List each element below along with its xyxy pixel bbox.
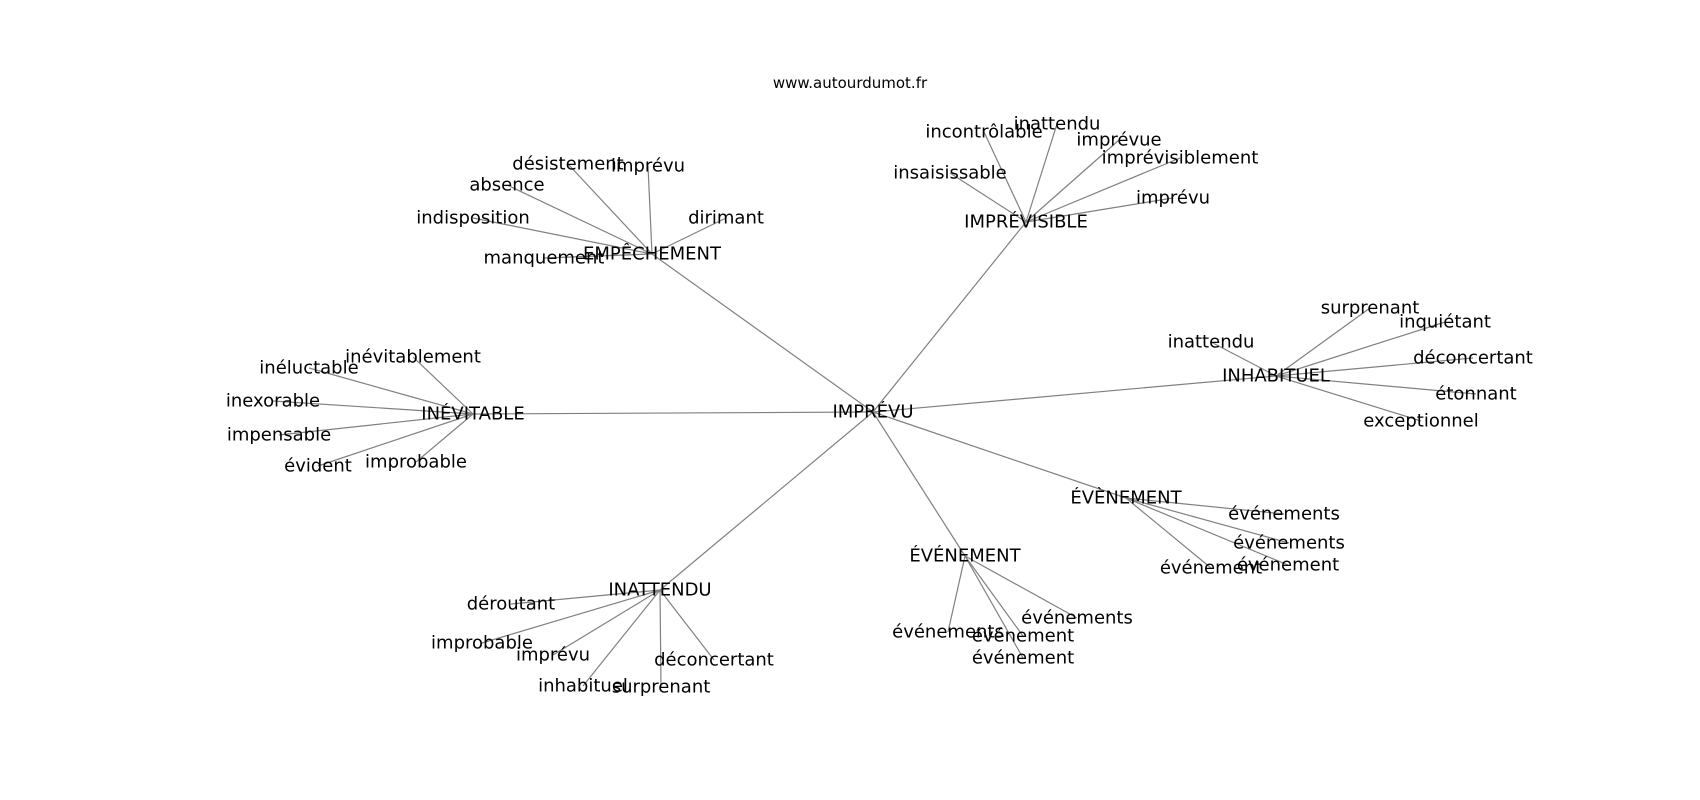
edge-inhabituel-2 <box>1210 341 1277 377</box>
source-url: www.autourdumot.fr <box>773 74 928 92</box>
leaf-node-empechement[interactable]: désistement <box>512 154 623 175</box>
leaf-node-inattendu[interactable]: surprenant <box>612 677 711 698</box>
edge-center-evenement-grave <box>872 411 1127 499</box>
edge-inhabituel-1 <box>1275 321 1446 377</box>
edge-inattendu-1 <box>481 589 661 644</box>
leaf-node-inhabituel[interactable]: déconcertant <box>1413 348 1533 369</box>
leaf-node-inevitable[interactable]: inéluctable <box>259 358 358 379</box>
edge-center-inhabituel <box>872 375 1277 413</box>
edge-inevitable-3 <box>278 413 474 436</box>
edge-center-imprevisible <box>872 221 1027 413</box>
edge-empechement-1 <box>647 165 653 255</box>
edge-inhabituel-0 <box>1275 307 1371 377</box>
edge-evenement-grave-1 <box>1125 497 1290 544</box>
leaf-node-inattendu[interactable]: inhabituel <box>538 676 628 697</box>
hub-node-empechement[interactable]: EMPÊCHEMENT <box>583 243 722 265</box>
leaf-node-inevitable[interactable]: inexorable <box>226 391 320 412</box>
edge-center-evenement <box>872 411 966 557</box>
hub-node-inattendu[interactable]: INATTENDU <box>608 580 711 601</box>
edge-imprevisible-5 <box>1025 197 1174 223</box>
hub-node-imprevisible[interactable]: IMPRÉVISIBLE <box>964 211 1088 233</box>
edge-imprevisible-1 <box>1025 123 1058 223</box>
leaf-node-empechement[interactable]: dirimant <box>688 208 764 229</box>
leaf-node-inevitable[interactable]: inévitablement <box>345 347 481 368</box>
edge-inhabituel-3 <box>1275 357 1474 377</box>
edge-evenement-grave-2 <box>1125 497 1289 566</box>
edge-imprevisible-3 <box>1025 157 1181 223</box>
edge-inhabituel-4 <box>1275 375 1477 395</box>
leaf-node-imprevisible[interactable]: imprévisiblement <box>1102 148 1259 169</box>
leaf-node-imprevisible[interactable]: imprévue <box>1076 130 1161 151</box>
edge-imprevisible-2 <box>1025 139 1120 223</box>
edge-center-empechement <box>651 253 874 413</box>
edge-empechement-0 <box>567 163 653 255</box>
edge-inattendu-0 <box>510 589 661 605</box>
leaf-node-inhabituel[interactable]: inattendu <box>1168 332 1255 353</box>
hub-node-inhabituel[interactable]: INHABITUEL <box>1222 366 1330 387</box>
leaf-node-inhabituel[interactable]: exceptionnel <box>1363 411 1478 432</box>
edge-empechement-4 <box>472 217 653 255</box>
edge-inevitable-0 <box>412 356 474 415</box>
leaf-node-evenement-grave[interactable]: événement <box>1237 555 1339 576</box>
hub-node-evenement[interactable]: ÉVÉNEMENT <box>909 545 1021 567</box>
edge-inevitable-2 <box>272 400 474 415</box>
edge-inattendu-5 <box>659 589 662 688</box>
leaf-node-empechement[interactable]: manquement <box>484 248 605 269</box>
edge-inattendu-2 <box>552 589 661 656</box>
leaf-node-inhabituel[interactable]: surprenant <box>1321 298 1420 319</box>
edge-center-inattendu <box>659 411 874 591</box>
edge-inevitable-1 <box>308 367 474 415</box>
leaf-node-evenement[interactable]: événements <box>892 622 1004 643</box>
leaf-node-inattendu[interactable]: déroutant <box>467 594 555 615</box>
leaf-node-inevitable[interactable]: impensable <box>227 425 331 446</box>
edge-imprevisible-0 <box>983 131 1027 223</box>
leaf-node-empechement[interactable]: indisposition <box>416 208 530 229</box>
leaf-node-empechement[interactable]: imprévu <box>611 156 685 177</box>
edge-empechement-5 <box>543 253 653 259</box>
edge-evenement-1 <box>964 555 1024 637</box>
leaf-node-imprevisible[interactable]: incontrôlable <box>925 122 1042 143</box>
leaf-node-inhabituel[interactable]: étonnant <box>1435 384 1516 405</box>
leaf-node-inhabituel[interactable]: inquiétant <box>1399 312 1491 333</box>
edge-evenement-2 <box>947 555 966 633</box>
edges-layer <box>272 123 1477 688</box>
edge-inevitable-4 <box>415 413 474 463</box>
leaf-node-empechement[interactable]: absence <box>469 175 544 196</box>
labels-layer: IMPRÉVUdésistementimprévuabsencedirimant… <box>226 114 1533 698</box>
edge-evenement-grave-3 <box>1125 497 1212 569</box>
edge-center-inevitable <box>472 411 874 415</box>
leaf-node-evenement[interactable]: événement <box>972 648 1074 669</box>
edge-evenement-grave-0 <box>1125 497 1285 515</box>
hub-node-inevitable[interactable]: INÉVITABLE <box>421 403 524 425</box>
edge-evenement-3 <box>964 555 1024 659</box>
leaf-node-evenement[interactable]: événements <box>1021 608 1133 629</box>
leaf-node-inattendu[interactable]: improbable <box>431 633 533 654</box>
leaf-node-evenement-grave[interactable]: événement <box>1160 558 1262 579</box>
center-node[interactable]: IMPRÉVU <box>832 401 913 423</box>
leaf-node-evenement-grave[interactable]: événements <box>1233 533 1345 554</box>
edge-imprevisible-4 <box>949 172 1027 223</box>
leaf-node-evenement[interactable]: événement <box>972 626 1074 647</box>
leaf-node-imprevisible[interactable]: inattendu <box>1014 114 1101 135</box>
edge-inevitable-5 <box>317 413 474 467</box>
edge-evenement-0 <box>964 555 1078 619</box>
leaf-node-inevitable[interactable]: évident <box>284 456 352 477</box>
leaf-node-evenement-grave[interactable]: événements <box>1228 504 1340 525</box>
leaf-node-imprevisible[interactable]: insaisissable <box>893 163 1006 184</box>
leaf-node-inevitable[interactable]: improbable <box>365 452 467 473</box>
edge-inhabituel-5 <box>1275 375 1422 422</box>
edge-inattendu-4 <box>582 589 661 687</box>
hub-node-evenement-grave[interactable]: ÉVÈNEMENT <box>1070 487 1182 509</box>
edge-inattendu-3 <box>659 589 715 661</box>
leaf-node-inattendu[interactable]: déconcertant <box>654 650 774 671</box>
edge-empechement-2 <box>506 184 653 255</box>
leaf-node-inattendu[interactable]: imprévu <box>516 645 590 666</box>
edge-empechement-3 <box>651 217 727 255</box>
leaf-node-imprevisible[interactable]: imprévu <box>1136 188 1210 209</box>
